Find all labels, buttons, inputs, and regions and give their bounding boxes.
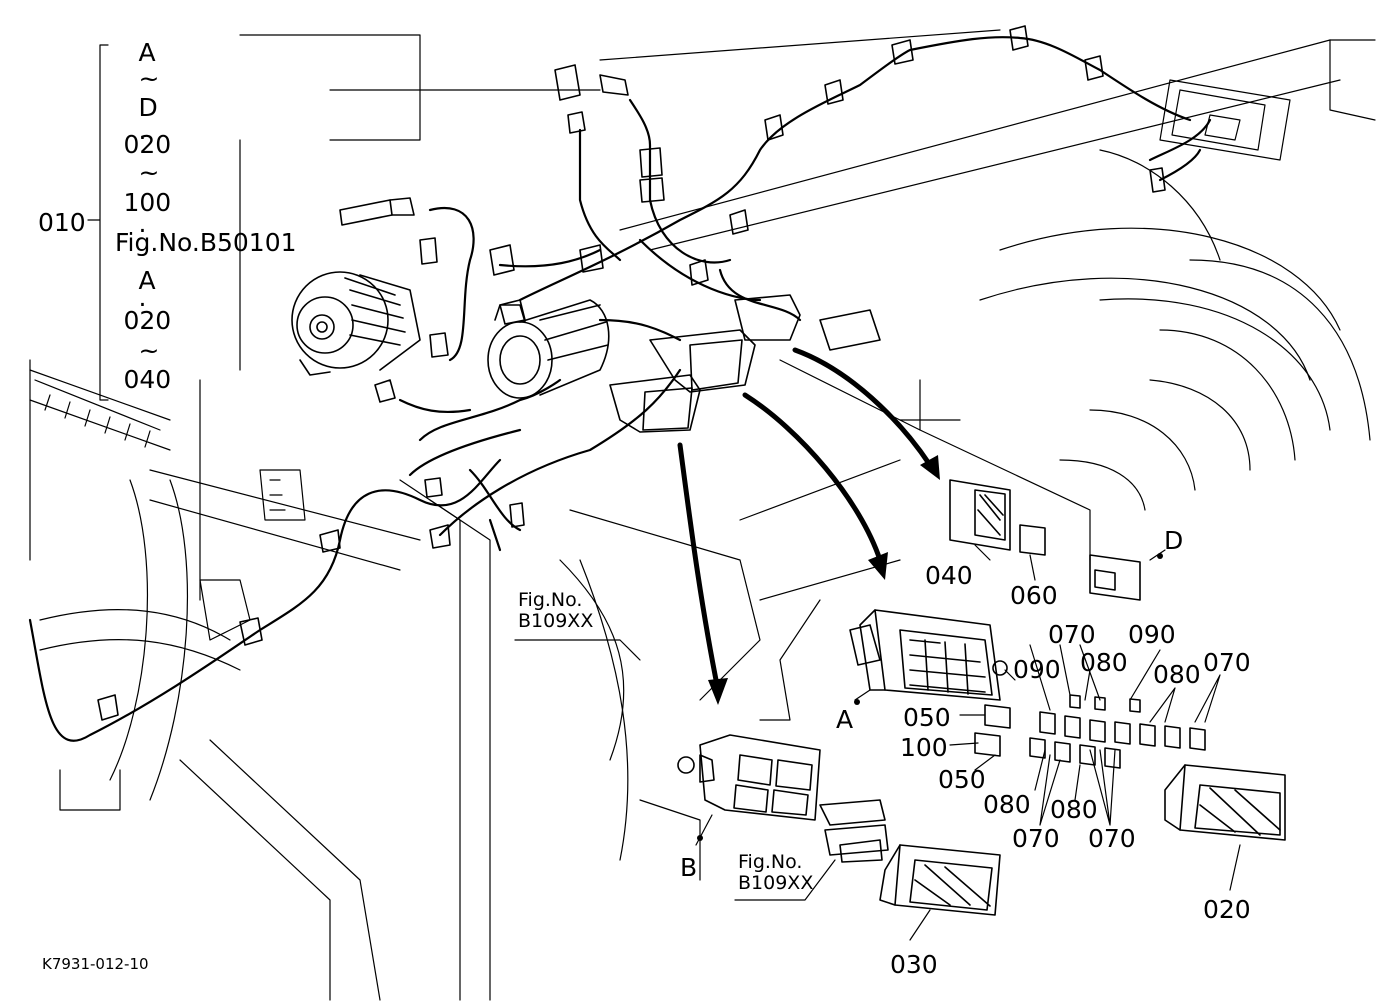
- relay-set-030: [819, 799, 889, 863]
- callout-070-bottom-left: 070: [1012, 824, 1060, 853]
- callout-080-top: 080: [1080, 648, 1128, 677]
- figure-ref-upper-line2: B109XX: [518, 609, 594, 632]
- marker-D: D: [1164, 526, 1184, 555]
- pointing-arrows: [677, 347, 933, 693]
- drawing-number: K7931-012-10: [42, 955, 149, 973]
- legend-line: Fig.No.B50101: [115, 228, 297, 257]
- legend-line: ~: [138, 64, 160, 93]
- figure-ref-upper-line1: Fig.No.: [518, 589, 583, 611]
- connector-040: [949, 479, 1011, 551]
- chassis-frame: [29, 29, 1376, 1001]
- harness-wires: [28, 36, 1212, 742]
- legend-line: D: [138, 93, 158, 122]
- callout-070-bottom-right: 070: [1088, 824, 1136, 853]
- legend-line: 020: [123, 130, 172, 159]
- marker-A: A: [836, 705, 854, 734]
- callout-050-lower: 050: [938, 765, 986, 794]
- callout-070-top-left: 070: [1048, 620, 1096, 649]
- callout-100: 100: [900, 733, 948, 762]
- callout-020: 020: [1203, 895, 1251, 924]
- callout-090-left: 090: [1013, 655, 1061, 684]
- legend-line: 040: [123, 365, 172, 394]
- callout-040: 040: [925, 561, 973, 590]
- sensors: [339, 64, 1166, 528]
- alternator: [291, 271, 421, 376]
- connector-D: [1089, 554, 1141, 601]
- leader-lines: [87, 44, 1241, 941]
- relay-box-B: [677, 734, 821, 821]
- legend-line: ~: [138, 336, 160, 365]
- figure-ref-lower: Fig.No. B109XX: [738, 852, 813, 894]
- legend-line: 100: [123, 188, 172, 217]
- callout-030: 030: [890, 950, 938, 979]
- legend-line: ·: [138, 290, 147, 319]
- figure-ref-lower-line1: Fig.No.: [738, 851, 803, 873]
- legend-line: 020: [123, 306, 172, 335]
- cover-030: [879, 844, 1001, 916]
- harness-clamps: [97, 25, 1104, 721]
- relay-060: [1019, 524, 1046, 556]
- cover-020: [1164, 764, 1286, 841]
- callout-080-right: 080: [1153, 660, 1201, 689]
- arrowheads: [708, 455, 940, 705]
- relay-blocks: [609, 294, 881, 433]
- legend-line: ·: [138, 216, 147, 245]
- fuse-cluster: [974, 694, 1206, 769]
- legend-line: ·: [138, 123, 147, 152]
- legend-callout: 010: [38, 208, 86, 237]
- callout-090-right: 090: [1128, 620, 1176, 649]
- figure-ref-lower-line2: B109XX: [738, 871, 814, 894]
- callout-050-upper: 050: [903, 703, 951, 732]
- marker-B: B: [680, 853, 698, 882]
- figure-ref-upper: Fig.No. B109XX: [518, 590, 593, 632]
- legend-line: A: [138, 38, 156, 67]
- fuse-box-A: [849, 609, 1008, 701]
- legend-line: ~: [138, 158, 160, 187]
- callout-080-bottom-left: 080: [983, 790, 1031, 819]
- legend-line: A: [138, 266, 156, 295]
- callout-080-bottom-center: 080: [1050, 795, 1098, 824]
- callout-070-right: 070: [1203, 648, 1251, 677]
- starter-motor: [487, 299, 610, 399]
- callout-060: 060: [1010, 581, 1058, 610]
